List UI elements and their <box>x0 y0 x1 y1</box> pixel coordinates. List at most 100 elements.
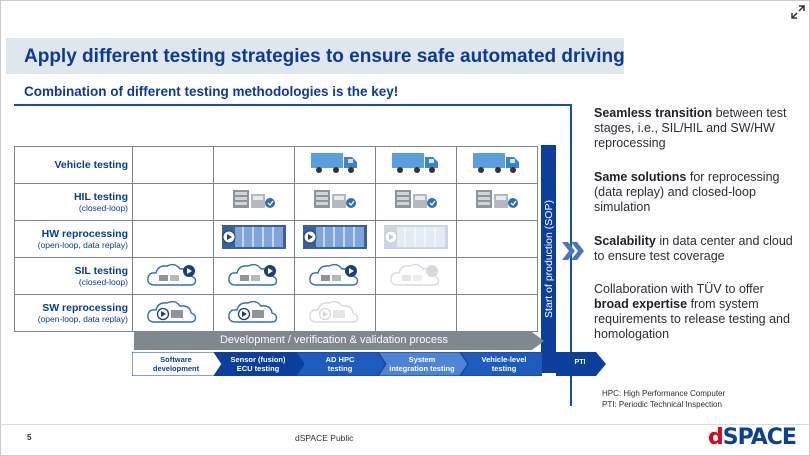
matrix-cell <box>375 183 457 221</box>
cloud-replay-faded-icon <box>307 297 363 330</box>
stage-chevron <box>377 352 469 376</box>
stage-label-line2: testing <box>491 364 517 373</box>
matrix-cell <box>456 294 538 332</box>
matrix-row: Vehicle testing <box>14 146 538 184</box>
truck-icon <box>310 151 360 180</box>
row-label: SW reprocessing <box>42 301 128 314</box>
stage-chevron <box>295 352 387 376</box>
row-label: SIL testing <box>74 264 128 277</box>
cloud-replay-icon <box>145 297 201 330</box>
row-sublabel: (open-loop, data replay) <box>37 239 128 250</box>
footer-rule <box>0 424 810 425</box>
matrix-cell <box>294 183 376 221</box>
stage-label-line2: development <box>152 364 200 373</box>
bullet-seamless: Seamless transition between test stages,… <box>594 106 787 150</box>
truck-icon <box>391 151 441 180</box>
stage-label-line1: Vehicle-level <box>481 355 527 364</box>
matrix-cell <box>375 146 457 184</box>
hil-rack-icon <box>312 188 358 217</box>
row-label: HW reprocessing <box>41 227 128 240</box>
stage-chevrons <box>132 352 542 376</box>
expand-icon[interactable] <box>790 4 806 20</box>
stage-chevron <box>459 352 542 376</box>
subtitle-rule <box>14 104 572 106</box>
row-sublabel: (open-loop, data replay) <box>37 313 128 324</box>
row-sublabel: (closed-loop) <box>78 202 128 213</box>
cloud-sil-icon <box>307 260 363 293</box>
hil-rack-icon <box>393 188 439 217</box>
matrix-row: SIL testing(closed-loop) <box>14 257 538 295</box>
double-chevron-icon <box>562 242 584 260</box>
matrix-cell <box>294 294 376 332</box>
stage-label-line1: Sensor (fusion) <box>230 355 286 364</box>
row-header: SW reprocessing(open-loop, data replay) <box>14 294 133 332</box>
matrix-cell <box>456 257 538 295</box>
cloud-replay-icon <box>226 297 282 330</box>
matrix-cell <box>132 294 214 332</box>
row-sublabel: (closed-loop) <box>78 276 128 287</box>
cloud-sil-faded-icon <box>388 260 444 293</box>
stage-label: Sensor (fusion)ECU testing <box>218 355 298 373</box>
stage-label-line1: Software <box>160 355 192 364</box>
sop-bar <box>541 145 556 373</box>
hil-rack-icon <box>474 188 520 217</box>
bullet-collaboration: Collaboration with TÜV to offer broad ex… <box>594 282 790 341</box>
footnote-pti: PTI: Periodic Technical Inspection <box>602 400 722 409</box>
stage-label-line2: testing <box>327 364 353 373</box>
matrix-cell <box>213 294 295 332</box>
slide-title: Apply different testing strategies to en… <box>24 46 625 67</box>
matrix-cell <box>294 146 376 184</box>
matrix-cell <box>375 257 457 295</box>
row-header: HW reprocessing(open-loop, data replay) <box>14 220 133 258</box>
matrix-row: HIL testing(closed-loop) <box>14 183 538 221</box>
matrix-cell <box>213 183 295 221</box>
stage-label-line1: AD HPC <box>325 355 355 364</box>
matrix-cell <box>456 220 538 258</box>
footnotes: HPC: High Performance Computer PTI: Peri… <box>602 388 725 410</box>
matrix-cell <box>213 146 295 184</box>
row-label: HIL testing <box>73 190 128 203</box>
matrix-row: SW reprocessing(open-loop, data replay) <box>14 294 538 332</box>
matrix-cell <box>132 220 214 258</box>
matrix-cell <box>456 146 538 184</box>
stage-label-line2: integration testing <box>389 364 455 373</box>
matrix-cell <box>456 183 538 221</box>
pti-label: PTI <box>574 359 586 366</box>
process-arrow <box>134 332 544 350</box>
replay-server-icon <box>302 224 368 255</box>
row-header: SIL testing(closed-loop) <box>14 257 133 295</box>
stage-label-line2: ECU testing <box>236 364 280 373</box>
cloud-sil-icon <box>145 260 201 293</box>
replay-server-faded-icon <box>383 224 449 255</box>
stage-chevron <box>213 352 305 376</box>
matrix-cell <box>132 257 214 295</box>
bullet-same-solutions: Same solutions for reprocessing (data re… <box>594 170 780 214</box>
matrix-cell <box>375 294 457 332</box>
hil-rack-icon <box>231 188 277 217</box>
row-label: Vehicle testing <box>54 159 128 171</box>
process-label: Development / verification & validation … <box>219 334 449 346</box>
row-header: Vehicle testing <box>14 146 133 184</box>
classification-label: dSPACE Public <box>295 433 354 443</box>
matrix-cell <box>213 220 295 258</box>
bullet-scalability: Scalability in data center and cloud to … <box>594 234 793 263</box>
matrix-cell <box>294 257 376 295</box>
matrix-cell <box>213 257 295 295</box>
matrix-cell <box>132 183 214 221</box>
footnote-hpc: HPC: High Performance Computer <box>602 389 726 398</box>
truck-icon <box>472 151 522 180</box>
stage-label-line1: System <box>408 355 436 364</box>
matrix-cell <box>294 220 376 258</box>
dspace-logo: dSPACE <box>708 425 797 450</box>
title-band <box>6 38 624 74</box>
matrix-cell <box>132 146 214 184</box>
slide-subtitle: Combination of different testing methodo… <box>24 84 399 99</box>
row-header: HIL testing(closed-loop) <box>14 183 133 221</box>
page-number: 5 <box>27 433 32 442</box>
matrix-row: HW reprocessing(open-loop, data replay) <box>14 220 538 258</box>
